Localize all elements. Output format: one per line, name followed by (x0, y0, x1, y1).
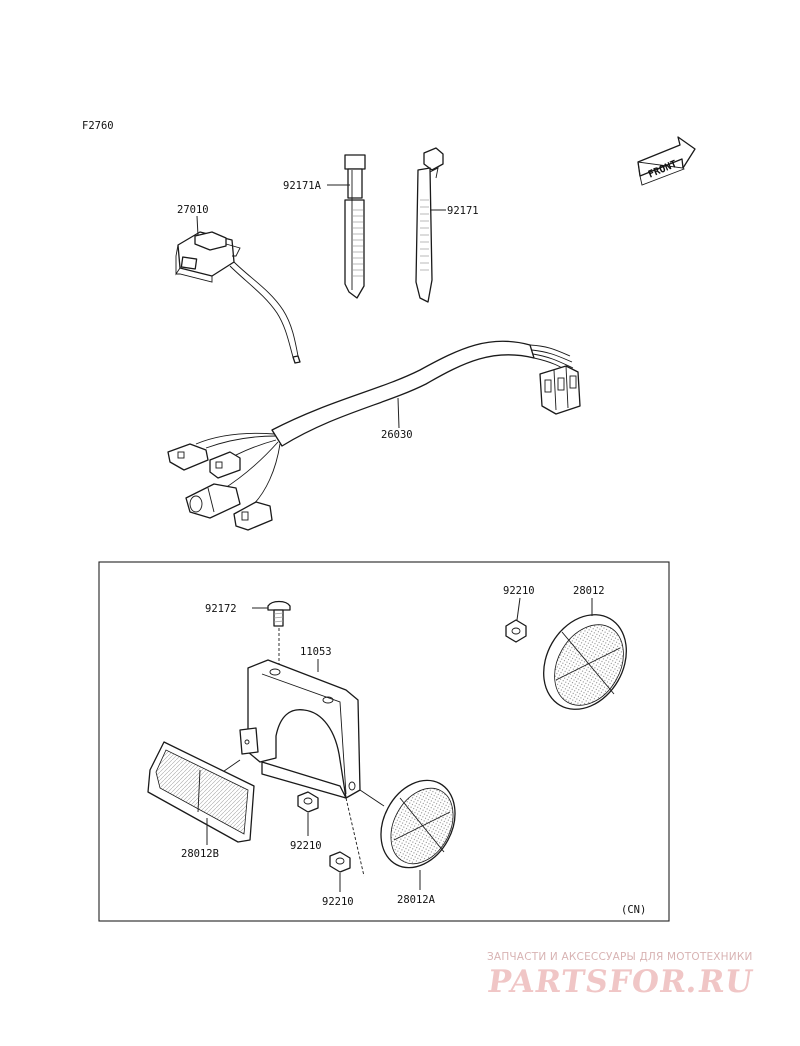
label-26030: 26030 (381, 429, 413, 441)
reflector-round-part (543, 614, 627, 710)
assembly-frame (98, 561, 670, 922)
label-92171: 92171 (447, 205, 479, 217)
label-11053: 11053 (300, 646, 332, 658)
label-28012B: 28012B (181, 848, 219, 860)
variant-note: (CN) (621, 904, 646, 916)
label-92210-top: 92210 (503, 585, 535, 597)
strap-a-part (344, 154, 366, 299)
watermark-tagline: ЗАПЧАСТИ И АКСЕССУАРЫ ДЛЯ МОТОТЕХНИКИ (487, 951, 753, 963)
nut-top-part (505, 619, 527, 643)
label-28012A: 28012A (397, 894, 436, 906)
strap-part (415, 147, 444, 303)
label-92210-mid: 92210 (290, 840, 322, 852)
harness-part (167, 340, 581, 531)
front-arrow-icon: FRONT (637, 136, 696, 186)
label-28012: 28012 (573, 585, 605, 597)
label-27010: 27010 (177, 204, 209, 216)
switch-part (175, 231, 301, 364)
figure-code: F2760 (82, 120, 114, 132)
reflector-round-a-part (380, 779, 456, 869)
label-92171A: 92171A (283, 180, 322, 192)
reflector-rect-part (147, 741, 255, 843)
nut-mid-part (297, 791, 319, 813)
screw-part (267, 600, 291, 627)
nut-low-part (329, 851, 351, 873)
bracket-part (239, 659, 361, 799)
label-92210-low: 92210 (322, 896, 354, 908)
watermark-logo: PARTSFOR.RU (485, 964, 756, 1000)
label-92172: 92172 (205, 603, 237, 615)
